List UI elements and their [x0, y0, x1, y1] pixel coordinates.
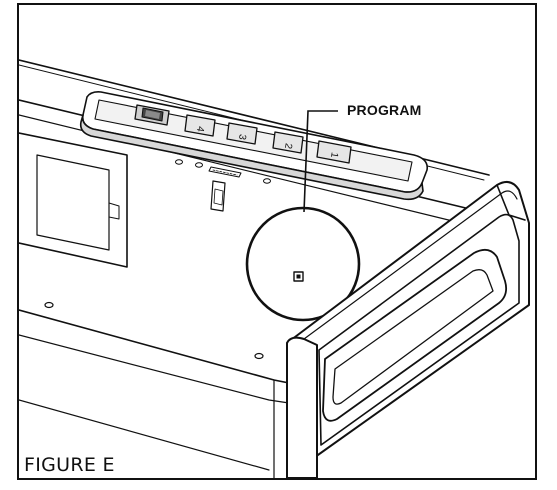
callout-leader-line	[303, 110, 338, 213]
keypad-key-2[interactable]	[272, 131, 304, 154]
end-cap-handle-inner	[332, 269, 494, 405]
cable-connector	[210, 180, 226, 212]
program-callout-label: PROGRAM	[347, 102, 422, 118]
desk-control-illustration: 4 3 2 1	[19, 59, 530, 478]
body-base-edge	[19, 399, 270, 471]
cable-clip-hatch	[212, 169, 238, 176]
screw-hole	[263, 178, 271, 184]
figure-caption: FIGURE E	[24, 454, 115, 476]
keypad-key-2-label: 2	[282, 142, 294, 150]
end-cap-handle-opening	[322, 248, 508, 422]
keypad-key-4-label: 4	[194, 125, 206, 133]
screw-hole	[195, 162, 203, 168]
left-compartment-inner	[36, 154, 110, 251]
end-cap-top-edge	[303, 190, 518, 340]
figure-frame: 4 3 2 1	[17, 3, 537, 480]
screw-hole	[254, 352, 264, 360]
program-button-center	[296, 274, 301, 279]
cable-clip	[208, 166, 242, 178]
body-lower-edge	[19, 334, 290, 404]
end-cap-back-rim	[496, 184, 526, 221]
keypad-housing-front	[79, 114, 424, 201]
left-compartment-outer	[19, 132, 128, 268]
keypad-key-1[interactable]	[316, 140, 352, 164]
cable-connector-inner	[213, 188, 224, 206]
keypad-key-3[interactable]	[226, 122, 258, 145]
screw-hole	[175, 159, 183, 165]
keypad-key-4[interactable]	[184, 114, 216, 137]
left-compartment-tab	[108, 202, 120, 220]
end-cap-front-face	[286, 336, 318, 478]
keypad-key-1-label: 1	[328, 151, 340, 159]
keypad-key-3-label: 3	[236, 133, 248, 141]
body-bottom-edge	[19, 309, 290, 384]
screw-hole	[44, 301, 54, 309]
highlight-circle	[245, 206, 361, 322]
